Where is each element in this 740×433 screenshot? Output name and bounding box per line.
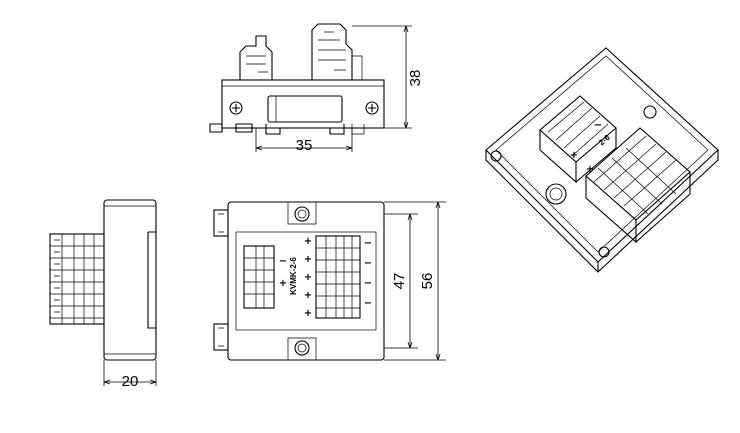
dim-width-top: 35 — [296, 137, 313, 154]
dim-inner-height: 47 — [391, 273, 408, 290]
plus-symbol: + — [304, 290, 312, 301]
minus-symbol: − — [364, 258, 372, 269]
minus-symbol: − — [279, 256, 287, 267]
dim-depth-side: 20 — [122, 373, 139, 390]
plus-symbol: + — [304, 308, 312, 319]
iso-label: 2-6 — [597, 133, 612, 148]
plus-symbol: + — [304, 236, 312, 247]
plus-symbol: + — [586, 164, 594, 175]
front-view: KVMK-2-6 − + + + + + + − − − − 47 56 — [213, 201, 446, 361]
isometric-view: 2-6 + + − — [485, 47, 719, 273]
minus-symbol: − — [364, 278, 372, 289]
plus-symbol: + — [304, 254, 312, 265]
minus-symbol: − — [364, 238, 372, 249]
module-label: KVMK-2-6 — [289, 257, 298, 295]
minus-symbol: − — [364, 298, 372, 309]
plus-symbol: + — [570, 150, 578, 161]
dim-height-top: 38 — [407, 70, 424, 87]
side-view: 20 — [49, 199, 157, 390]
dim-outer-height: 56 — [419, 273, 436, 290]
top-view: 35 38 — [209, 23, 424, 154]
minus-symbol: − — [594, 120, 602, 131]
plus-symbol: + — [304, 272, 312, 283]
plus-symbol: + — [279, 278, 287, 289]
